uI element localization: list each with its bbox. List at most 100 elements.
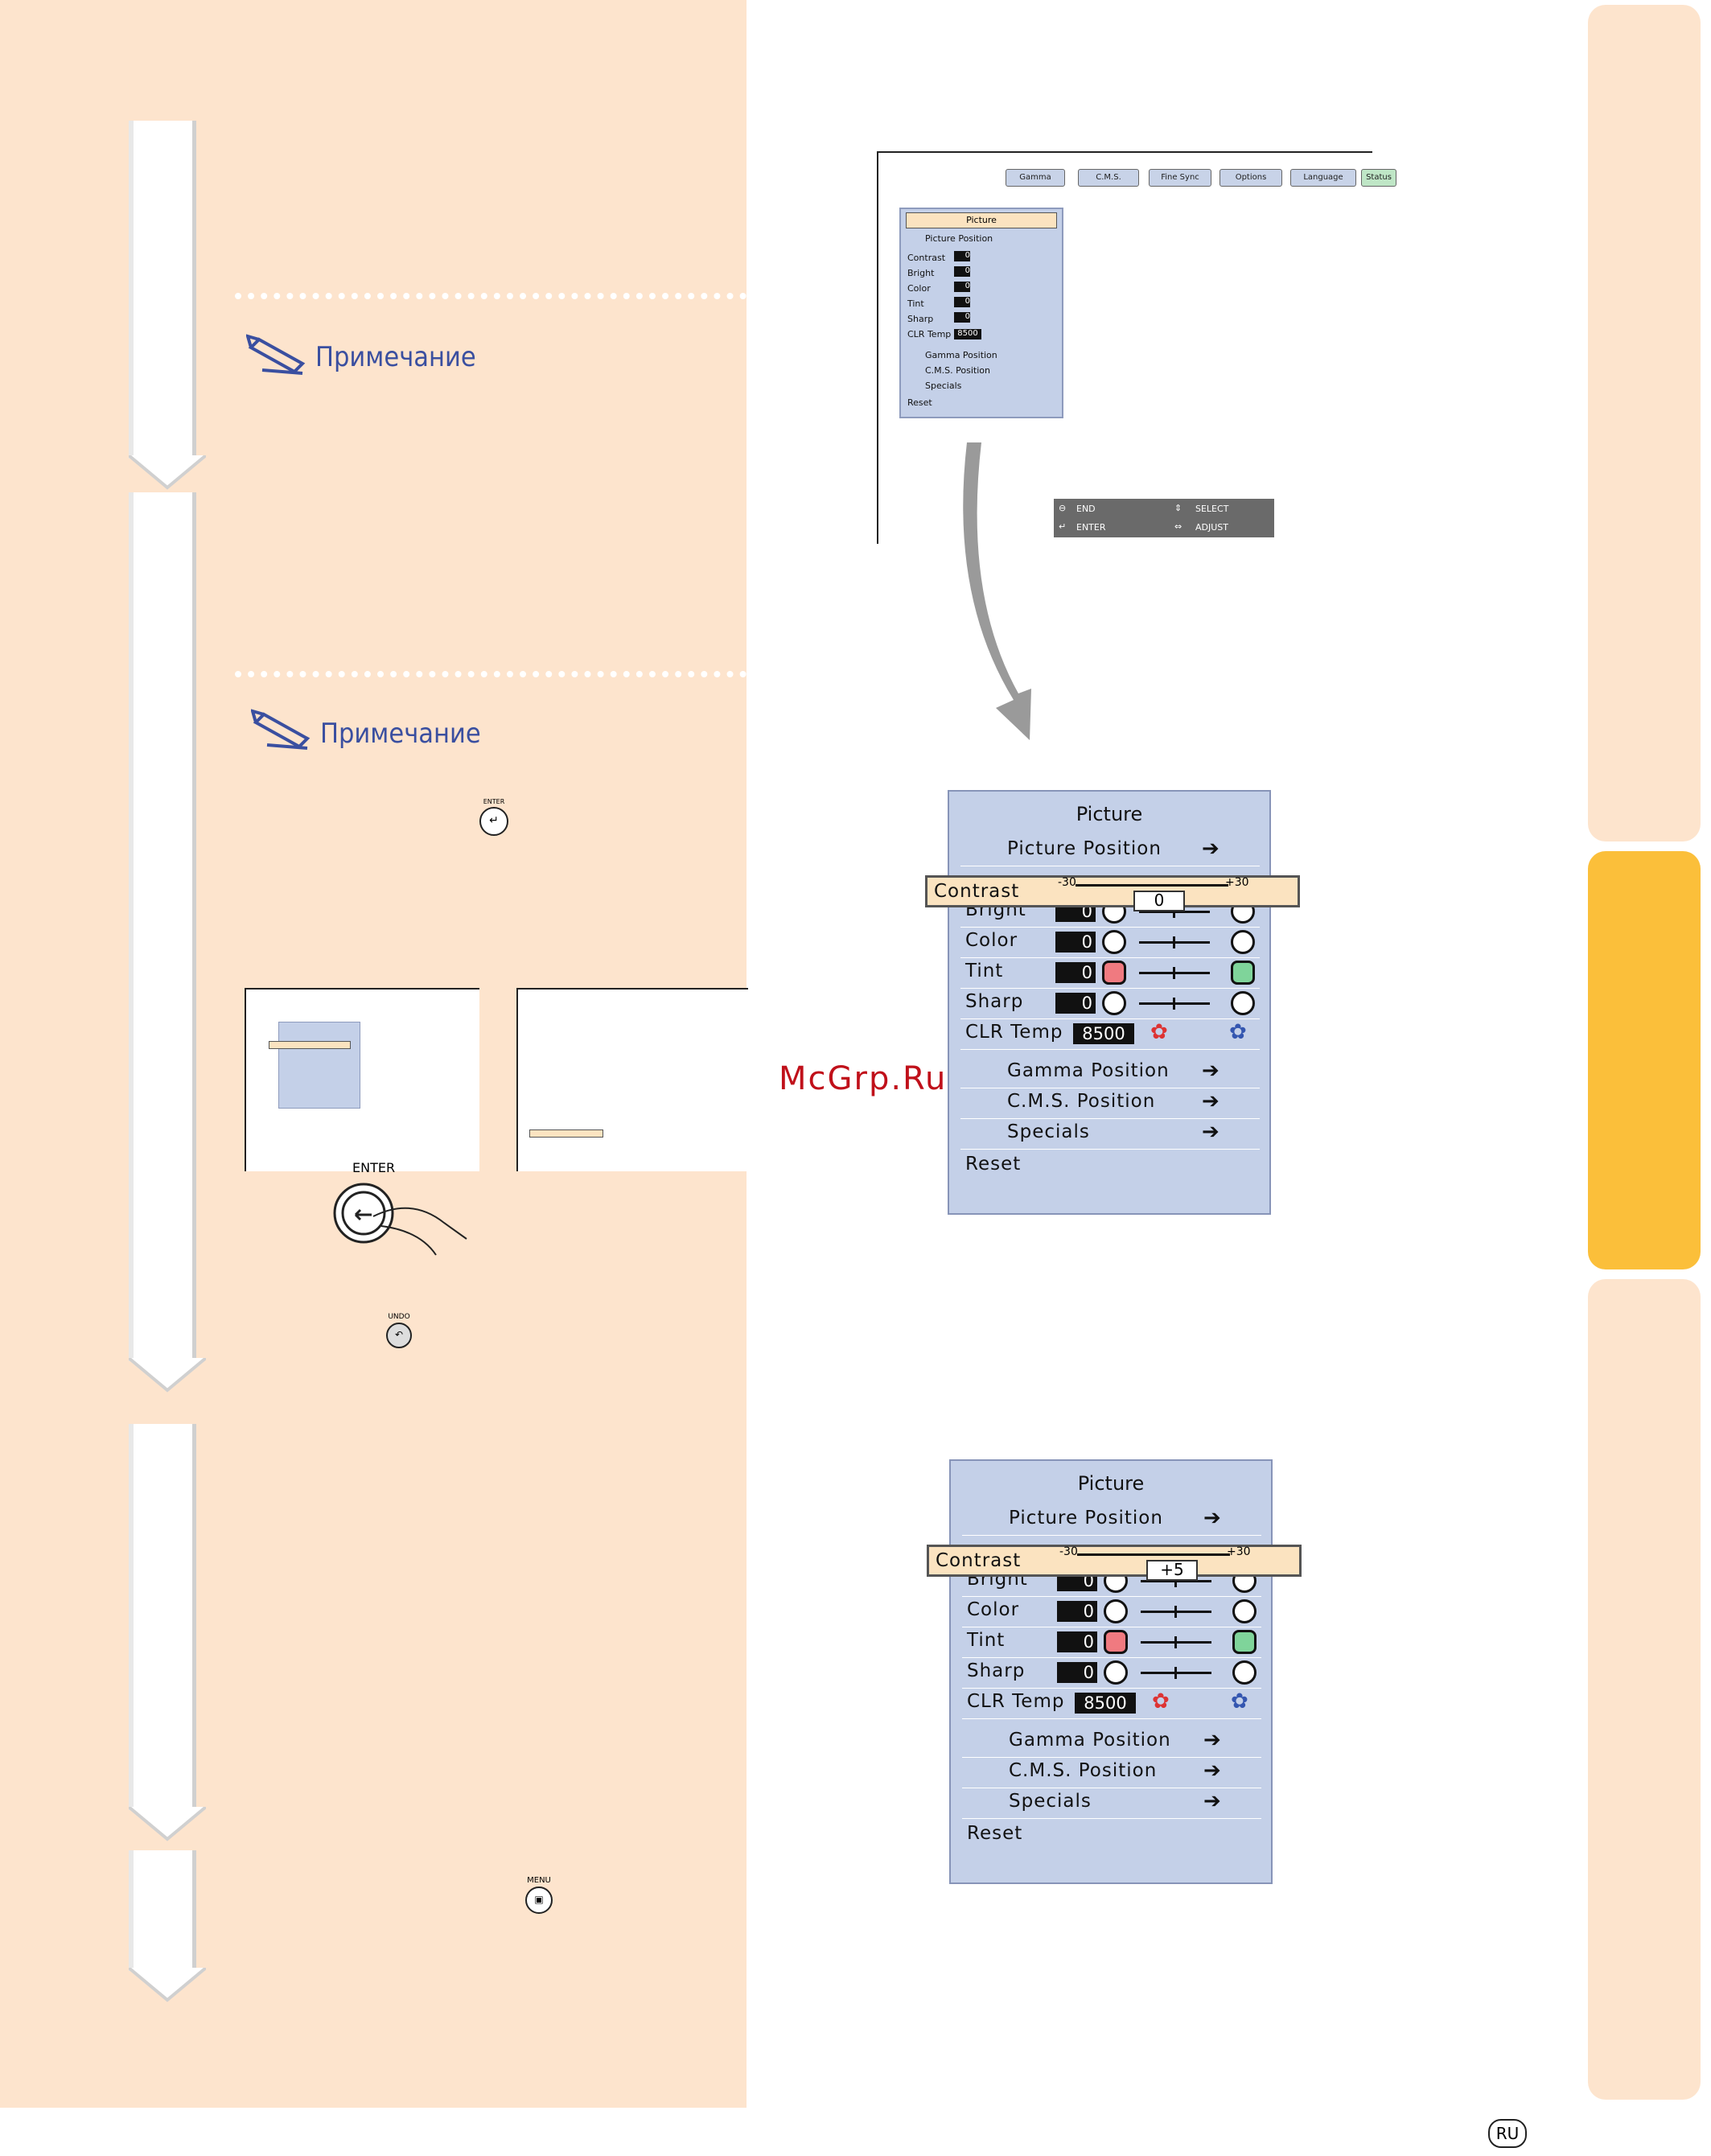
side-tab-active[interactable] xyxy=(1588,851,1701,1269)
step-tab-2 xyxy=(129,492,206,1393)
note-box-2: Примечание ENTER ↵ ENTER UNDO ↶ xyxy=(235,671,748,1392)
row-color[interactable]: Color 0 xyxy=(962,1596,1261,1627)
row-clr-temp[interactable]: CLR Temp 8500 ✿ ✿ xyxy=(960,1018,1260,1050)
contrast-slider[interactable] xyxy=(1076,884,1228,887)
mini-bright-value: 0 xyxy=(954,266,970,277)
guide-adjust: ADJUST xyxy=(1195,522,1228,533)
mini-bright-thumb xyxy=(529,1129,603,1138)
arrow-right-icon: ➔ xyxy=(1203,1759,1221,1783)
note-title: Примечание xyxy=(315,341,476,373)
mini-menu-title[interactable]: Picture xyxy=(906,212,1057,228)
row-sharp[interactable]: Sharp 0 xyxy=(960,988,1260,1019)
curved-down-arrow-icon xyxy=(963,442,1031,740)
mini-row-contrast[interactable]: Contrast xyxy=(907,253,946,263)
step-tab-arrow xyxy=(129,455,206,490)
menu-title: Picture xyxy=(1076,803,1143,825)
tab-fine-sync[interactable]: Fine Sync xyxy=(1149,169,1211,187)
tab-options[interactable]: Options xyxy=(1219,169,1282,187)
contrast-slider[interactable] xyxy=(1077,1553,1230,1556)
slider-bar[interactable] xyxy=(1139,936,1210,948)
row-cms-position[interactable]: C.M.S. Position ➔ xyxy=(962,1757,1261,1788)
flower-red-icon: ✿ xyxy=(1152,1689,1170,1714)
tab-status[interactable]: Status xyxy=(1361,169,1396,187)
row-cms-position[interactable]: C.M.S. Position ➔ xyxy=(960,1088,1260,1119)
mini-tint-value: 0 xyxy=(954,297,970,307)
slider-bar[interactable] xyxy=(1141,1575,1211,1587)
row-gamma-position[interactable]: Gamma Position ➔ xyxy=(960,1057,1260,1088)
pencil-icon xyxy=(251,709,311,750)
row-sharp[interactable]: Sharp 0 xyxy=(962,1657,1261,1689)
mini-sharp-value: 0 xyxy=(954,312,970,323)
tint-green-icon xyxy=(1232,1630,1257,1654)
row-gamma-position[interactable]: Gamma Position ➔ xyxy=(962,1726,1261,1758)
side-tab-top[interactable] xyxy=(1588,5,1701,841)
color-dots-icon xyxy=(1232,1599,1257,1623)
mini-row-color[interactable]: Color xyxy=(907,283,931,294)
mini-screen-1 xyxy=(245,988,479,1171)
row-reset[interactable]: Reset xyxy=(965,1154,1022,1175)
row-tint[interactable]: Tint 0 xyxy=(960,957,1260,989)
enter-icon: ↵ xyxy=(1059,521,1067,532)
row-picture-position[interactable]: Picture Position ➔ xyxy=(960,835,1260,866)
tint-red-icon xyxy=(1104,1630,1128,1654)
mini-row-clr-temp[interactable]: CLR Temp xyxy=(907,329,952,339)
row-reset[interactable]: Reset xyxy=(967,1823,1023,1844)
color-dots-icon xyxy=(1231,930,1255,954)
menu-title: Picture xyxy=(1077,1472,1145,1495)
flower-blue-icon: ✿ xyxy=(1231,1689,1248,1714)
select-icon: ⇕ xyxy=(1174,503,1182,513)
tab-gamma[interactable]: Gamma xyxy=(1006,169,1065,187)
mini-color-value: 0 xyxy=(954,282,970,292)
row-specials[interactable]: Specials ➔ xyxy=(960,1118,1260,1150)
mini-clr-temp-value: 8500 xyxy=(954,329,981,339)
tab-cms[interactable]: C.M.S. xyxy=(1078,169,1139,187)
sharp-icon xyxy=(1102,991,1126,1015)
contrast-row-b[interactable]: Contrast -30 +30 +5 xyxy=(927,1545,1302,1581)
sharp-icon xyxy=(1231,991,1255,1015)
mini-row-cms-position[interactable]: C.M.S. Position xyxy=(925,365,990,376)
slider-bar[interactable] xyxy=(1141,1606,1211,1618)
side-tab-bottom[interactable] xyxy=(1588,1279,1701,2100)
guide-bar: ⊖ END ↵ ENTER ⇕ SELECT ⇔ ADJUST xyxy=(1054,499,1274,537)
color-dots-icon xyxy=(1104,1599,1128,1623)
slider-bar[interactable] xyxy=(1139,967,1210,979)
language-badge: RU xyxy=(1488,2119,1527,2148)
contrast-row-a[interactable]: Contrast -30 +30 0 xyxy=(925,875,1300,911)
arrow-right-icon: ➔ xyxy=(1203,1506,1221,1530)
slider-bar[interactable] xyxy=(1141,1667,1211,1679)
menu-button[interactable]: MENU ▣ xyxy=(521,1876,557,1915)
tab-language[interactable]: Language xyxy=(1290,169,1356,187)
mini-contrast-value: 0 xyxy=(954,251,970,261)
step-tab-1 xyxy=(129,121,206,490)
mini-screen-2 xyxy=(516,988,748,1171)
mini-row-specials[interactable]: Specials xyxy=(925,381,962,391)
mini-row-bright[interactable]: Bright xyxy=(907,268,935,278)
mini-menu-thumb xyxy=(278,1022,360,1109)
mini-row-picture-position[interactable]: Picture Position xyxy=(925,233,993,244)
flower-red-icon: ✿ xyxy=(1150,1020,1168,1044)
enter-button-large[interactable]: ENTER xyxy=(323,1160,484,1265)
picture-menu-b: Picture Picture Position ➔ Bright 0 Colo… xyxy=(949,1459,1273,1884)
mini-picture-menu: Picture Picture Position Contrast Bright… xyxy=(899,208,1063,418)
flower-blue-icon: ✿ xyxy=(1229,1020,1247,1044)
mini-row-reset[interactable]: Reset xyxy=(907,397,932,408)
slider-bar[interactable] xyxy=(1141,1636,1211,1648)
slider-bar[interactable] xyxy=(1139,998,1210,1010)
step-tab-4 xyxy=(129,1850,206,2002)
step-tab-arrow xyxy=(129,1807,206,1841)
mini-row-sharp[interactable]: Sharp xyxy=(907,314,934,324)
undo-button[interactable]: UNDO ↶ xyxy=(383,1313,415,1350)
color-dots-icon xyxy=(1102,930,1126,954)
row-color[interactable]: Color 0 xyxy=(960,927,1260,958)
mini-row-tint[interactable]: Tint xyxy=(907,298,924,309)
sharp-icon xyxy=(1104,1660,1128,1685)
enter-button-small[interactable]: ENTER ↵ xyxy=(478,798,510,837)
row-specials[interactable]: Specials ➔ xyxy=(962,1788,1261,1819)
mini-contrast-thumb xyxy=(269,1041,351,1049)
row-picture-position[interactable]: Picture Position ➔ xyxy=(962,1504,1261,1536)
row-clr-temp[interactable]: CLR Temp 8500 ✿ ✿ xyxy=(962,1688,1261,1719)
slider-bar[interactable] xyxy=(1139,906,1210,918)
note-title: Примечание xyxy=(320,718,481,750)
row-tint[interactable]: Tint 0 xyxy=(962,1627,1261,1658)
mini-row-gamma-position[interactable]: Gamma Position xyxy=(925,350,997,360)
